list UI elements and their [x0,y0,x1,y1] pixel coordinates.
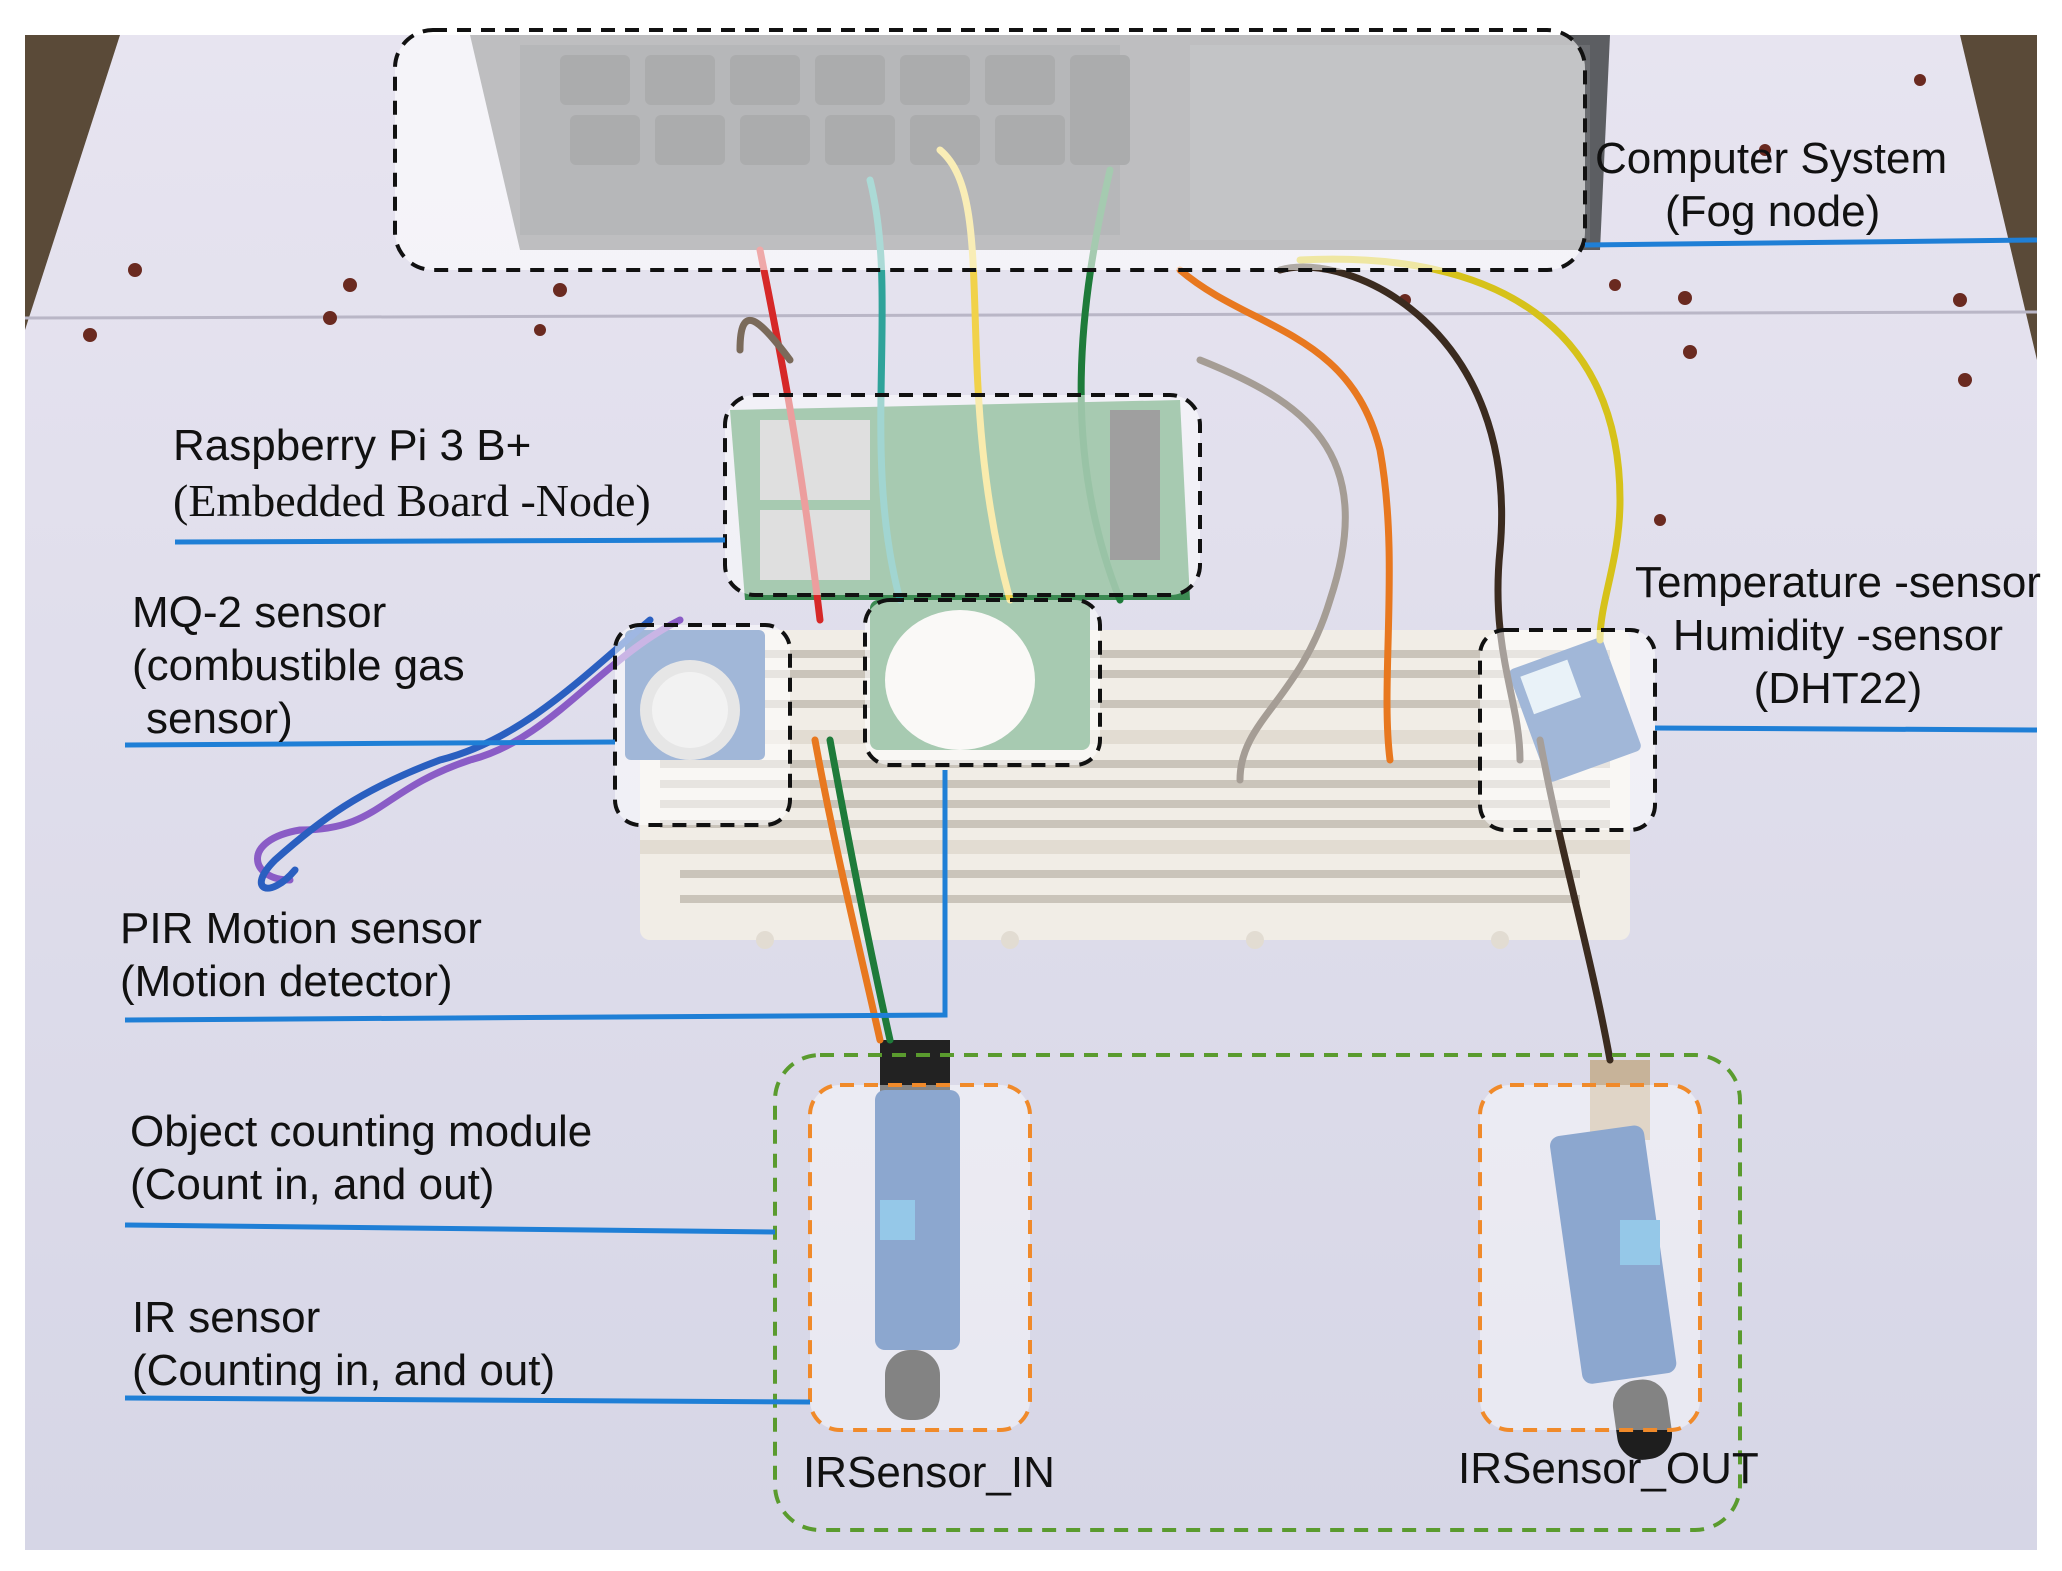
ir-sensor-in-module [875,1040,960,1420]
leader-line-computer [1584,237,2038,248]
leader-line-object-counting [124,1222,776,1235]
label-object-counting: Object counting module (Count in, and ou… [130,1106,592,1212]
label-raspberry-pi: Raspberry Pi 3 B+ (Embedded Board -Node) [173,420,651,528]
label-mq2-line2: (combustible gas [132,640,465,690]
leader-line-dht22 [1654,725,2038,733]
label-counting-line1: Object counting module [130,1107,593,1156]
annotation-box-dht22 [1478,628,1657,832]
leader-line-mq2 [124,739,616,748]
label-pir-motion: PIR Motion sensor (Motion detector) [120,903,482,1009]
label-computer-line1: Computer System [1595,134,1948,183]
leader-lines [124,237,2038,1405]
leader-line-pir [124,770,948,1023]
label-mq2-sensor: MQ-2 sensor (combustible gas sensor) [132,587,465,745]
label-temperature-humidity: Temperature -sensor Humidity -sensor (DH… [1635,557,2041,715]
label-temp-line2: Humidity -sensor [1672,610,2004,660]
label-computer-line2: (Fog node) [1665,186,1881,236]
label-ir-line1: IR sensor [132,1293,321,1342]
label-mq2-line1: MQ-2 sensor [132,588,387,637]
label-pir-line1: PIR Motion sensor [120,904,482,953]
annotation-box-object-counting [773,1053,1742,1532]
leader-line-ir [124,1395,811,1405]
label-pir-line2: (Motion detector) [120,956,453,1006]
leader-line-raspberry-pi [174,537,726,545]
annotation-box-raspberry-pi [723,393,1202,597]
label-temp-line1: Temperature -sensor [1635,558,2041,607]
annotation-box-computer [393,28,1587,272]
label-temp-line3: (DHT22) [1753,663,1923,713]
annotation-box-mq2 [613,623,792,827]
label-raspberry-line2: (Embedded Board -Node) [173,474,651,526]
label-ir-sensor-in: IRSensor_IN [803,1448,1055,1497]
label-ir-sensor: IR sensor (Counting in, and out) [132,1292,555,1398]
annotation-box-ir-in [808,1083,1032,1432]
label-mq2-line3: sensor) [146,693,293,743]
label-raspberry-line1: Raspberry Pi 3 B+ [173,421,532,470]
annotation-box-pir [863,598,1102,767]
label-ir-line2: (Counting in, and out) [132,1345,556,1395]
ir-sensor-out-module [1550,1060,1677,1460]
label-computer-system: Computer System (Fog node) [1595,133,1947,239]
label-counting-line2: (Count in, and out) [130,1159,495,1209]
annotation-box-ir-out [1478,1083,1702,1432]
label-ir-sensor-out: IRSensor_OUT [1458,1444,1759,1493]
